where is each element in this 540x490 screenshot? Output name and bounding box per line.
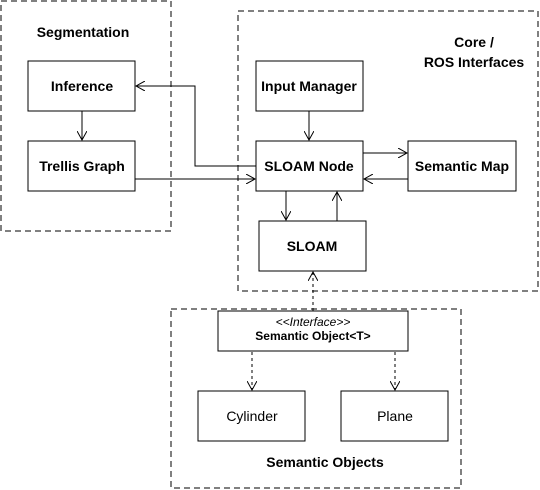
- semantic-objects-group-title: Semantic Objects: [266, 454, 384, 470]
- plane-label: Plane: [377, 408, 413, 424]
- cylinder-label: Cylinder: [226, 408, 278, 424]
- semantic-object-name: Semantic Object<T>: [255, 329, 370, 343]
- input-manager-label: Input Manager: [261, 78, 357, 94]
- sloam-node-box: [255, 140, 364, 192]
- inference-label: Inference: [51, 78, 113, 94]
- core-group-title-line2: ROS Interfaces: [424, 54, 525, 70]
- semantic-object-interface-box: [217, 310, 409, 352]
- plane-box: [340, 390, 449, 442]
- segmentation-group: [0, 0, 172, 232]
- semantic-object-stereotype: <<Interface>>: [276, 315, 351, 329]
- edge-sloam-node-to-inference: [136, 86, 256, 167]
- trellis-graph-box: [27, 140, 136, 192]
- sloam-node-label: SLOAM Node: [264, 158, 354, 174]
- input-manager-box: [255, 60, 364, 112]
- semantic-map-label: Semantic Map: [415, 158, 509, 174]
- core-group-title-line1: Core /: [454, 34, 494, 50]
- semantic-objects-group: [170, 308, 462, 489]
- semantic-map-box: [407, 140, 517, 192]
- cylinder-box: [197, 390, 306, 442]
- sloam-label: SLOAM: [287, 238, 338, 254]
- sloam-box: [258, 220, 367, 272]
- core-group: [237, 10, 539, 292]
- inference-box: [27, 60, 136, 112]
- trellis-graph-label: Trellis Graph: [39, 158, 125, 174]
- segmentation-group-title: Segmentation: [37, 24, 130, 40]
